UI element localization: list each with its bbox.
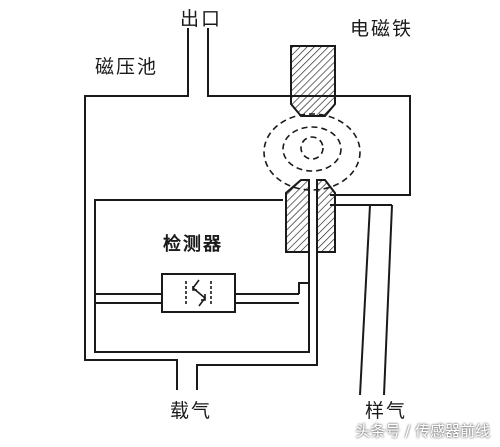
magnet-upper-pole <box>290 45 336 117</box>
sample-gas-label: 样气 <box>365 400 408 422</box>
inner-loop-pipe-return <box>196 252 318 390</box>
cell-outer-wall-right <box>207 28 411 196</box>
detector-pipe-riser <box>298 282 309 294</box>
detector-label: 检测器 <box>163 234 223 255</box>
sample-inlet-right <box>383 204 393 396</box>
magnet-lower-pole-left <box>285 179 310 253</box>
magnetic-field-ring-outer <box>263 113 361 191</box>
watermark-text: 头条号 / 传感器前线 <box>355 422 490 440</box>
electromagnet-label: 电磁铁 <box>350 18 414 40</box>
magnet-lower-pole-right <box>316 179 336 253</box>
magnetic-cell-label: 磁压池 <box>95 56 159 78</box>
cell-outer-wall <box>84 28 189 390</box>
magnetic-field-ring-inner <box>300 136 324 160</box>
magnetic-field-ring-middle <box>282 126 342 172</box>
outlet-label: 出口 <box>180 8 223 30</box>
inner-loop-pipe <box>94 199 310 353</box>
carrier-gas-label: 载气 <box>170 400 213 422</box>
sample-inlet-left <box>359 204 371 396</box>
thermistor-icon <box>185 279 212 307</box>
